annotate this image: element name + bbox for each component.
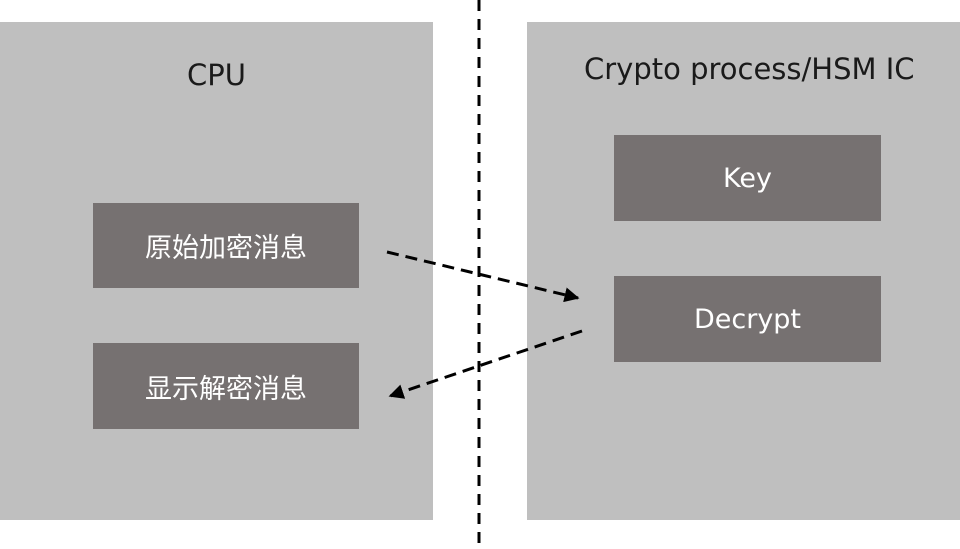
- original-encrypted-message-box: 原始加密消息: [93, 203, 359, 288]
- hsm-panel: Crypto process/HSM IC Key Decrypt: [527, 22, 960, 520]
- display-decrypted-message-box: 显示解密消息: [93, 343, 359, 429]
- key-label: Key: [723, 162, 772, 194]
- decrypt-box: Decrypt: [614, 276, 881, 362]
- decrypt-label: Decrypt: [693, 303, 802, 335]
- original-encrypted-message-label: 原始加密消息: [145, 233, 307, 264]
- hsm-title: Crypto process/HSM IC: [584, 52, 915, 86]
- cpu-title: CPU: [187, 58, 246, 92]
- cpu-panel: CPU 原始加密消息 显示解密消息: [0, 22, 433, 520]
- key-box: Key: [614, 135, 881, 221]
- display-decrypted-message-label: 显示解密消息: [145, 373, 307, 405]
